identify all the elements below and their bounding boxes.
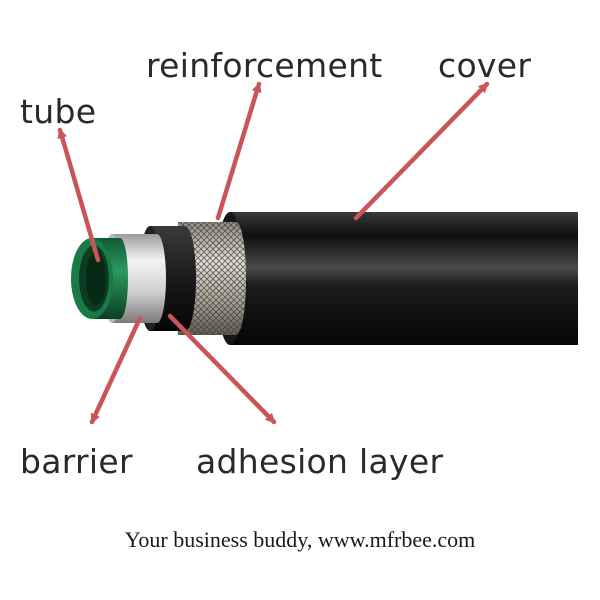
adhesion-layer-label: adhesion layer bbox=[196, 442, 444, 481]
arrow-reinforcement bbox=[215, 81, 262, 221]
footer-caption: Your business buddy, www.mfrbee.com bbox=[124, 527, 476, 552]
barrier-label: barrier bbox=[20, 442, 133, 481]
arrow-tube bbox=[57, 127, 101, 263]
reinforcement-label: reinforcement bbox=[146, 46, 383, 85]
cover-layer bbox=[216, 212, 578, 345]
tube-label: tube bbox=[20, 92, 97, 131]
arrow-cover bbox=[353, 81, 490, 221]
tube-layer bbox=[71, 238, 128, 319]
pointer-arrows bbox=[57, 81, 490, 425]
cover-label: cover bbox=[438, 46, 532, 85]
arrow-barrier bbox=[89, 315, 143, 425]
arrow-adhesion-layer bbox=[167, 313, 277, 425]
